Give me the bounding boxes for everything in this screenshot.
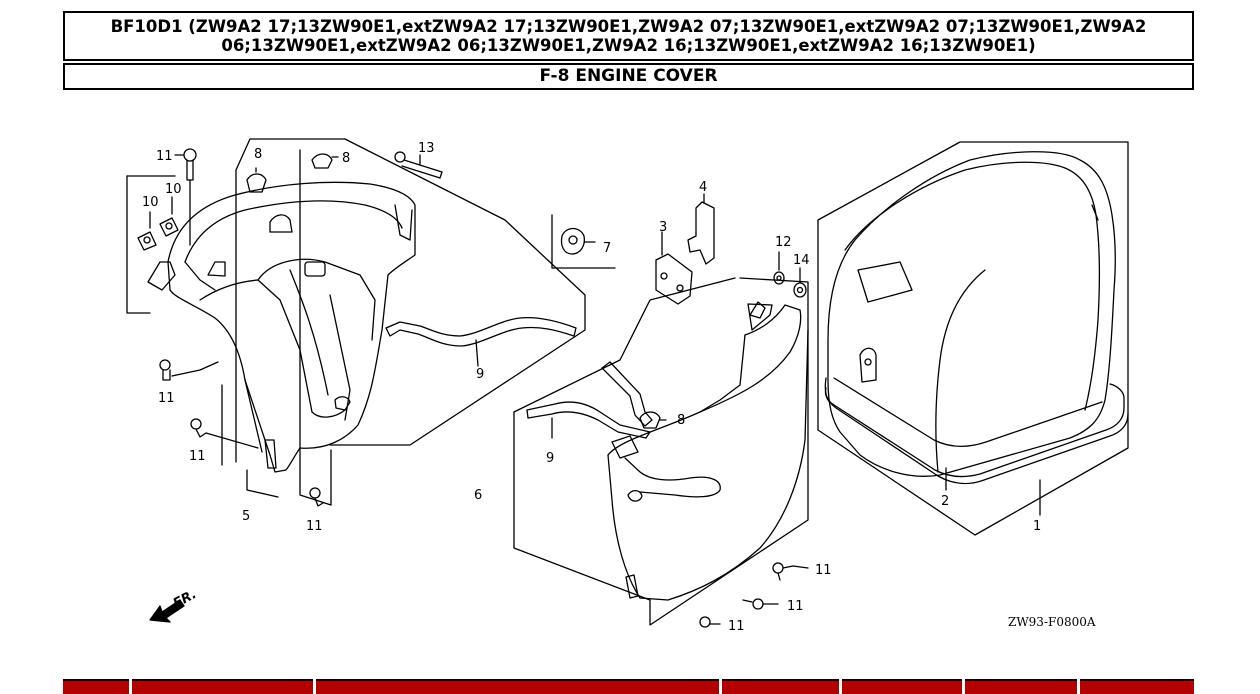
bolt-11-top-left (174, 148, 197, 246)
callout-12: 12 (775, 235, 792, 250)
seal-9-lower (526, 361, 653, 439)
washer-12 (773, 251, 785, 285)
table-header-cell (316, 679, 719, 694)
callout-11-f: 11 (787, 599, 804, 614)
bolt-11-right-1 (772, 562, 809, 581)
callout-11-b: 11 (158, 391, 175, 406)
table-header-cell (132, 679, 313, 694)
callout-8-a: 8 (254, 147, 262, 162)
callout-6: 6 (474, 488, 482, 503)
table-header-cell (965, 679, 1077, 694)
clip-10-pair (137, 196, 179, 251)
callout-7: 7 (603, 241, 611, 256)
front-label: FR. (171, 587, 199, 612)
clip-8-left-a (246, 167, 267, 193)
callout-11-a: 11 (156, 149, 173, 164)
seal-9-upper (385, 316, 577, 367)
front-arrow-icon (149, 599, 185, 623)
callout-3: 3 (659, 220, 667, 235)
callout-13: 13 (418, 141, 435, 156)
pin-13 (394, 151, 443, 179)
side-cover-part (513, 277, 809, 626)
bracket-3 (655, 231, 693, 305)
callout-8-b: 8 (342, 151, 350, 166)
callout-9-a: 9 (476, 367, 484, 382)
section-title: F-8 ENGINE COVER (63, 63, 1194, 90)
bolt-11-left-low (190, 418, 259, 449)
model-line-2: 06;13ZW90E1,extZW9A2 06;13ZW90E1,ZW9A2 1… (221, 36, 1036, 55)
callout-4: 4 (699, 180, 707, 195)
model-header: BF10D1 (ZW9A2 17;13ZW90E1,extZW9A2 17;13… (63, 11, 1194, 61)
model-line-1: BF10D1 (ZW9A2 17;13ZW90E1,extZW9A2 17;13… (110, 17, 1147, 36)
engine-cover-part (817, 141, 1129, 536)
bolt-11-right-3 (699, 616, 721, 628)
callout-11-c: 11 (189, 449, 206, 464)
hinge-4 (687, 193, 715, 265)
callout-10-a: 10 (142, 195, 159, 210)
callout-10-b: 10 (165, 182, 182, 197)
rear-cover-part (126, 138, 586, 506)
clip-8-left-b (311, 153, 339, 169)
callout-8-c: 8 (677, 413, 685, 428)
table-header-cell (63, 679, 129, 694)
table-header-cell (722, 679, 839, 694)
grommet-14 (793, 267, 807, 298)
bolt-11-bottom (309, 487, 324, 507)
figure-code: ZW93-F0800A (1008, 615, 1096, 629)
bolt-11-left-mid (159, 359, 219, 381)
table-header-cell (842, 679, 962, 694)
callout-11-e: 11 (815, 563, 832, 578)
callout-1: 1 (1033, 519, 1041, 534)
callout-2: 2 (941, 494, 949, 509)
callout-11-g: 11 (728, 619, 745, 634)
parts-table-header-strip (0, 677, 1260, 694)
callout-14: 14 (793, 253, 810, 268)
exploded-parts-diagram: 1 2 3 4 5 6 7 8 8 8 9 9 10 10 11 11 11 1… (126, 138, 1129, 634)
callout-9-b: 9 (546, 451, 554, 466)
callout-11-d: 11 (306, 519, 323, 534)
callout-5: 5 (242, 509, 250, 524)
clip-8-middle (639, 411, 667, 429)
table-header-cell (1080, 679, 1194, 694)
bolt-11-right-2 (742, 598, 779, 610)
grommet-7 (551, 214, 616, 269)
